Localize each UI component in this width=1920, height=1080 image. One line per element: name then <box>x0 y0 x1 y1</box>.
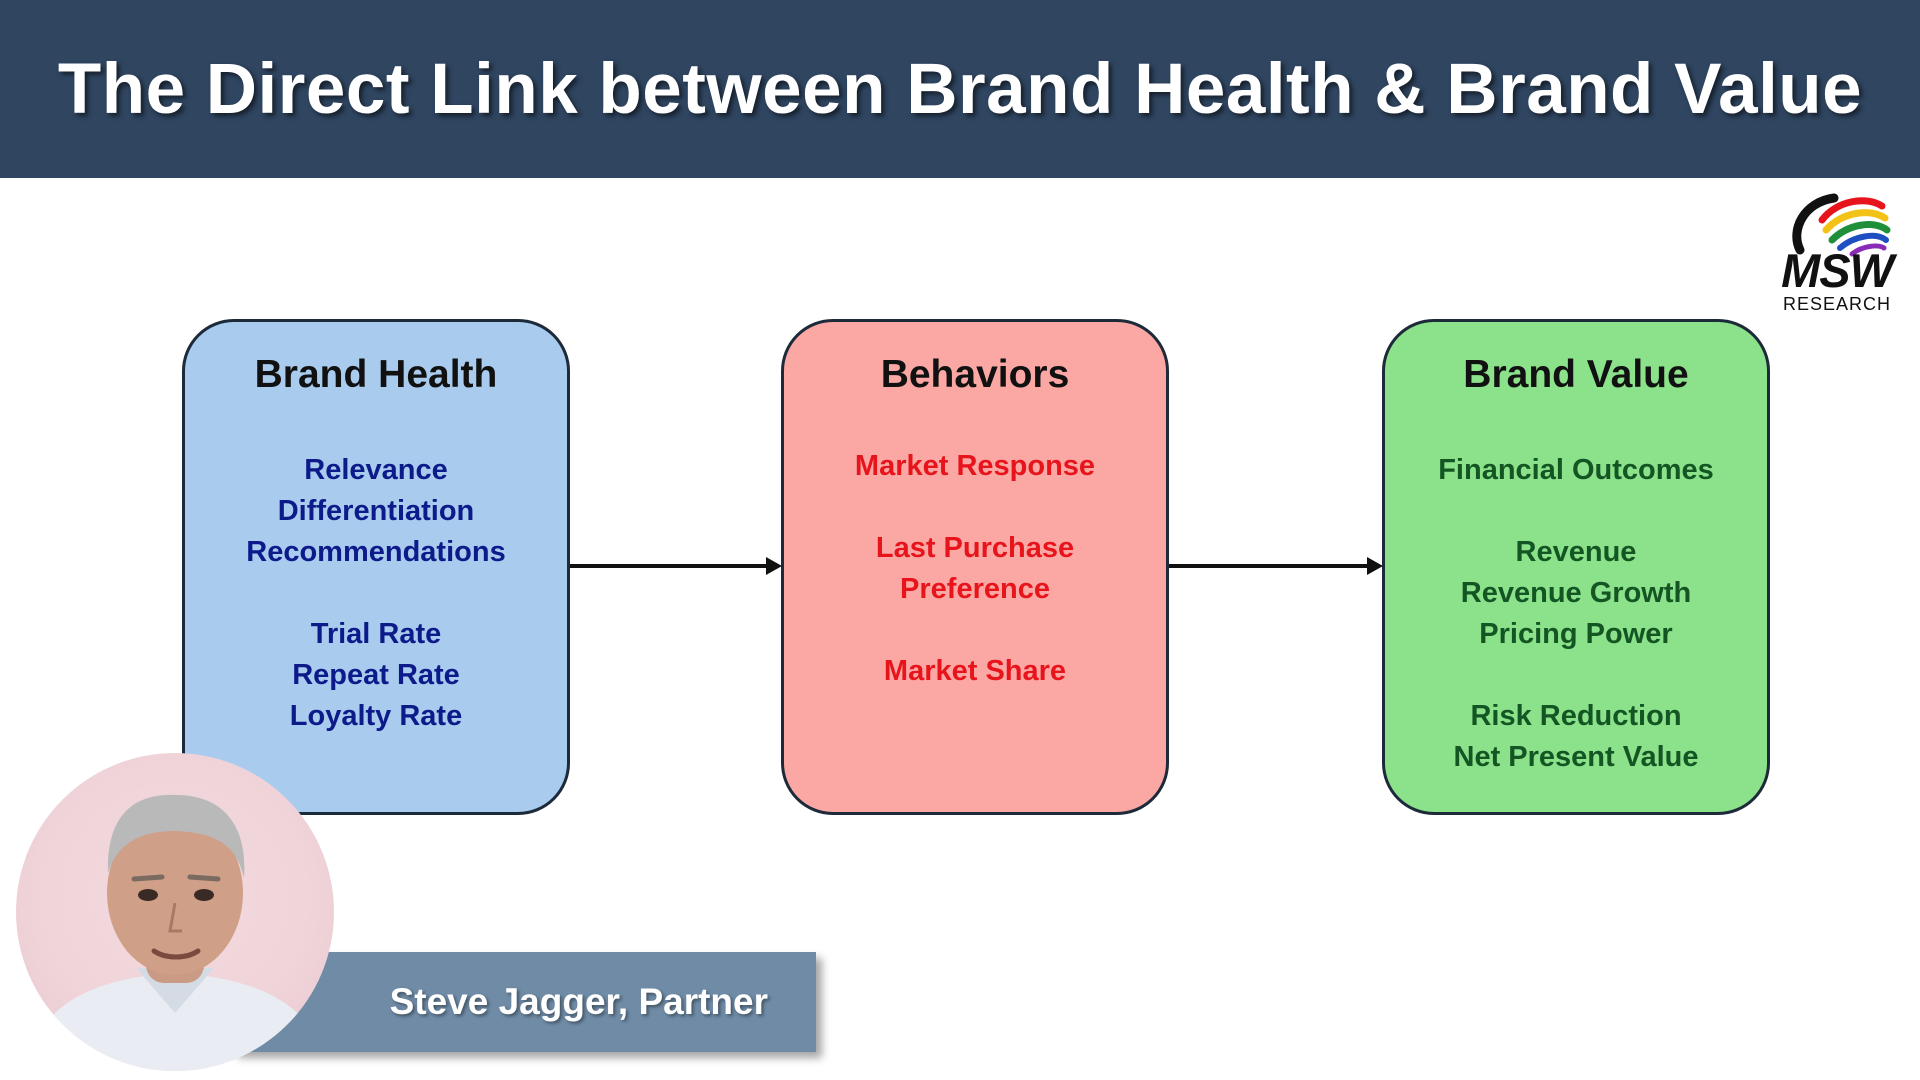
box-item: Differentiation <box>277 495 475 527</box>
box-item: Last Purchase <box>875 532 1075 564</box>
arrow-behaviors-to-value-icon <box>1169 557 1383 575</box>
box-title: Behaviors <box>880 353 1070 396</box>
box-item: Preference <box>900 573 1050 605</box>
behaviors-box: Behaviors Market Response Last Purchase … <box>781 319 1169 815</box>
box-item: Repeat Rate <box>292 659 460 691</box>
box-item: Risk Reduction <box>1470 700 1682 732</box>
presenter-video <box>16 753 334 1071</box>
box-items: Financial Outcomes Revenue Revenue Growt… <box>1385 450 1767 778</box>
box-item: Revenue <box>1515 536 1637 568</box>
box-title: Brand Health <box>254 353 498 396</box>
box-item: Market Response <box>854 450 1096 482</box>
box-item: Market Share <box>883 655 1067 687</box>
slide-header: The Direct Link between Brand Health & B… <box>0 0 1920 178</box>
box-item: Revenue Growth <box>1460 577 1692 609</box>
brand-health-box: Brand Health Relevance Differentiation R… <box>182 319 570 815</box>
box-item: Financial Outcomes <box>1438 454 1714 486</box>
box-item: Loyalty Rate <box>289 700 463 732</box>
logo-wordmark: MSW <box>1781 244 1894 297</box>
presenter-name-bar: Steve Jagger, Partner <box>232 952 816 1052</box>
logo-swoosh-icon <box>1792 193 1891 257</box>
presenter-avatar <box>26 794 328 1071</box>
arrow-health-to-behaviors-icon <box>570 557 782 575</box>
box-item: Relevance <box>304 454 448 486</box>
box-item: Net Present Value <box>1453 741 1699 773</box>
logo-subtitle: RESEARCH <box>1782 294 1892 314</box>
brand-value-box: Brand Value Financial Outcomes Revenue R… <box>1382 319 1770 815</box>
box-item: Trial Rate <box>310 618 442 650</box>
box-items: Relevance Differentiation Recommendation… <box>185 450 567 737</box>
box-items: Market Response Last Purchase Preference… <box>784 446 1166 692</box>
box-item: Pricing Power <box>1479 618 1673 650</box>
presenter-name: Steve Jagger, Partner <box>389 981 768 1022</box>
box-title: Brand Value <box>1463 353 1689 396</box>
slide-title: The Direct Link between Brand Health & B… <box>57 49 1863 129</box>
box-item: Recommendations <box>246 536 506 568</box>
msw-research-logo: MSW RESEARCH <box>1762 190 1912 315</box>
